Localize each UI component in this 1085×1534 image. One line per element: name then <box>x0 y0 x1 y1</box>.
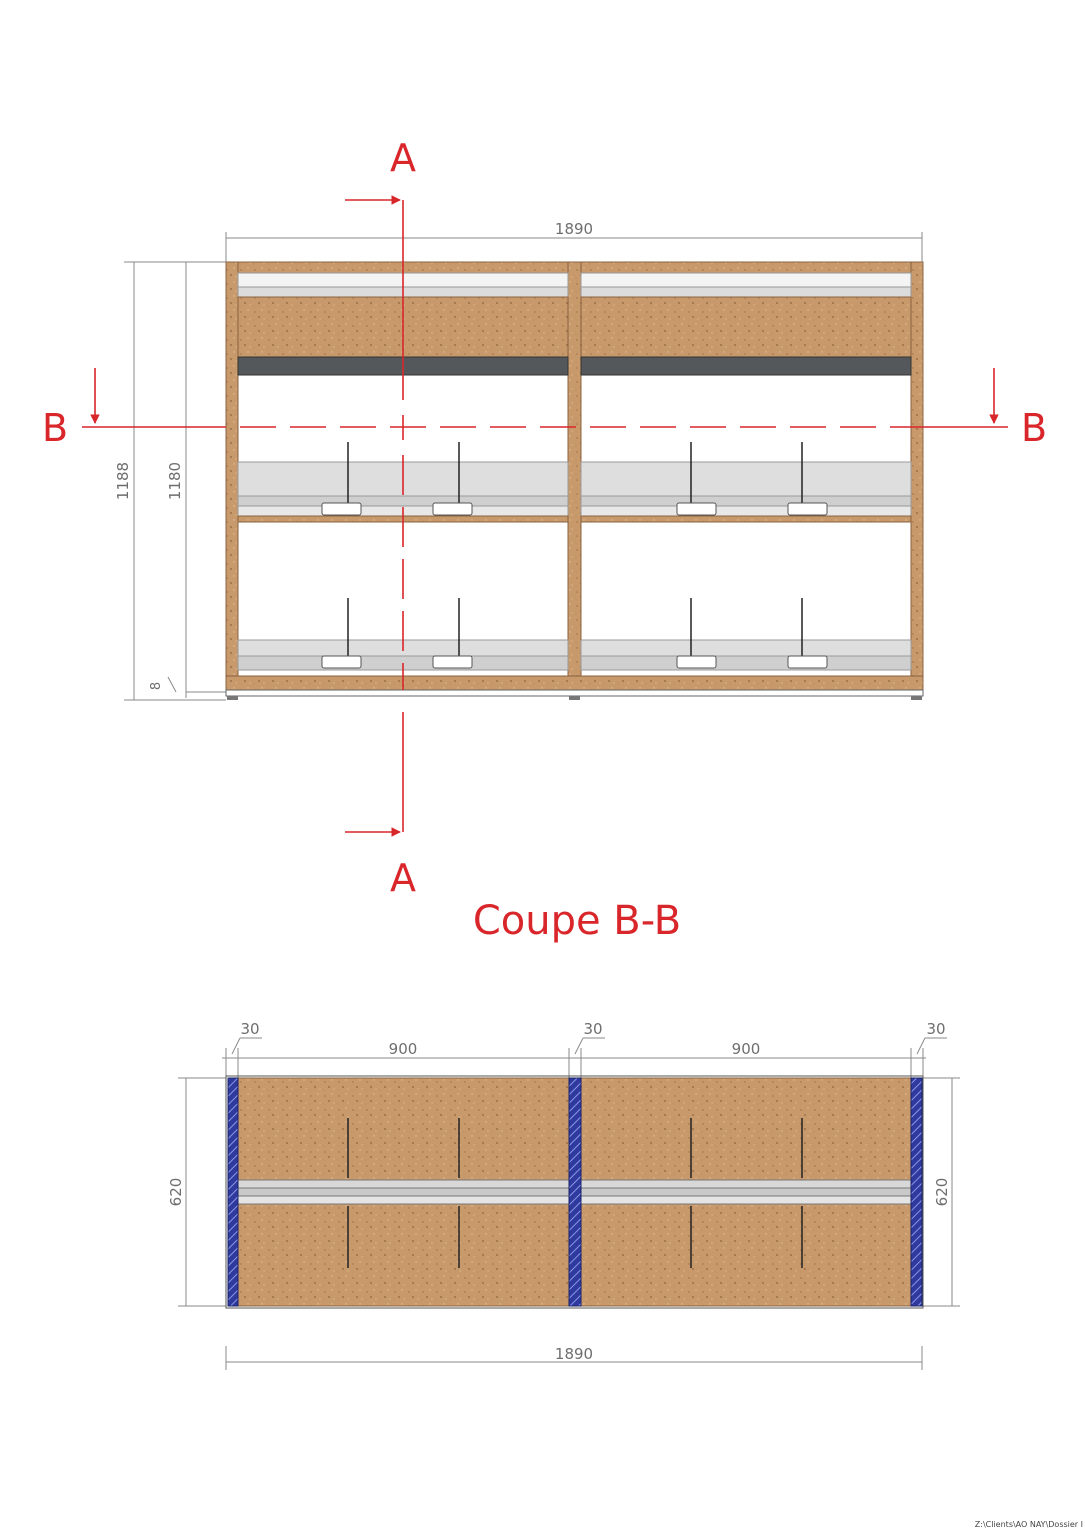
section-b-left-label: B <box>42 406 68 450</box>
rod-brackets <box>321 502 828 669</box>
plan-dim-side-middle: 30 <box>583 1020 602 1038</box>
dimension-foot-label: 8 <box>149 682 164 690</box>
section-line-a <box>345 195 404 837</box>
plan-dim-bay-left: 900 <box>389 1040 418 1058</box>
dimension-height-inner-label: 1180 <box>166 462 184 500</box>
plan-view: 30 30 30 900 900 620 620 <box>167 1020 960 1370</box>
section-a-bottom-label: A <box>390 856 416 900</box>
plan-dim-side-left: 30 <box>240 1020 259 1038</box>
plan-dim-width-total: 1890 <box>555 1345 593 1363</box>
plan-dim-bay-right: 900 <box>732 1040 761 1058</box>
file-path: Z:\Clients\AO NAY\Dossier I <box>975 1520 1083 1529</box>
dimension-height-lines <box>124 261 226 701</box>
plan-cut-posts <box>227 1077 923 1307</box>
plan-outline <box>225 1075 924 1309</box>
section-title: Coupe B-B <box>473 898 681 944</box>
plan-dimension-width-bottom <box>225 1346 923 1370</box>
top-panel-right <box>580 272 912 376</box>
plan-hanging-rods <box>347 1118 803 1268</box>
dimension-height-outer-label: 1188 <box>114 462 132 500</box>
section-a-top-label: A <box>390 136 416 180</box>
cabinet-frame <box>225 261 924 700</box>
plan-dimension-top-lines <box>222 1037 947 1078</box>
section-line-b <box>82 368 1008 428</box>
plan-dim-depth-left: 620 <box>167 1178 185 1207</box>
plan-dim-depth-right: 620 <box>933 1178 951 1207</box>
hanging-rods <box>347 442 803 664</box>
section-b-right-label: B <box>1021 406 1047 450</box>
plan-dim-side-right: 30 <box>926 1020 945 1038</box>
front-view: 1890 1188 1180 8 <box>42 136 1047 900</box>
dimension-width-label: 1890 <box>555 220 593 238</box>
dimension-width-top <box>225 232 923 262</box>
plan-dimension-depth-lines <box>178 1077 960 1307</box>
